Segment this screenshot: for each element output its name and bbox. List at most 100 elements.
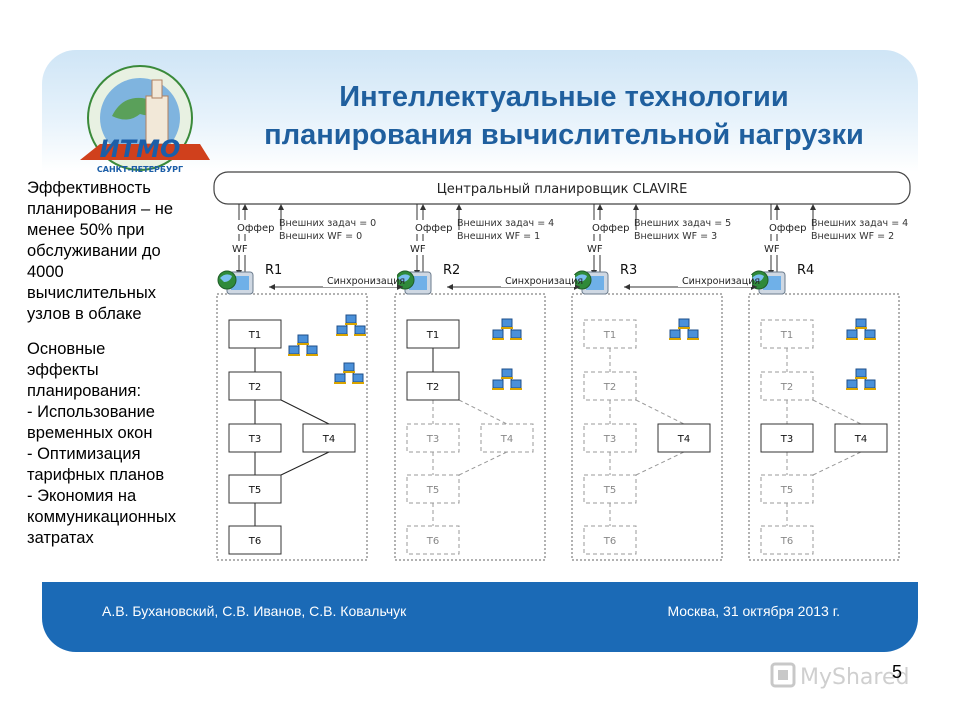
task-label: T1 (780, 330, 793, 341)
resource-label: R3 (620, 263, 637, 278)
external-wf-stat: Внешних WF = 0 (279, 231, 362, 242)
node-base (864, 338, 876, 340)
offer-arrow-up-head (242, 204, 248, 210)
task-box (228, 423, 282, 453)
task-box (228, 319, 282, 349)
task-box (406, 423, 460, 453)
node-base (334, 382, 346, 384)
offer-label-bg (767, 220, 805, 234)
offer-label-bg (590, 220, 628, 234)
sidebar-line: обслуживании до (27, 242, 161, 260)
task-box (760, 525, 814, 555)
wf-label: WF (587, 244, 603, 255)
task-box (760, 371, 814, 401)
task-box (228, 474, 282, 504)
task-label: T1 (603, 330, 616, 341)
stats-arrow-up-head (278, 204, 284, 210)
watermark-text: MyShared (800, 665, 909, 690)
wf-label-bg (584, 241, 606, 255)
task-box (228, 525, 282, 555)
node-base (343, 371, 355, 373)
task-label: T6 (780, 536, 793, 547)
node-icon (501, 318, 513, 328)
node-icon (510, 329, 522, 339)
node-base (345, 323, 357, 325)
task-label: T3 (426, 434, 439, 445)
wf-label-bg (761, 241, 783, 255)
task-label: T5 (426, 485, 439, 496)
offer-label-bg (413, 220, 451, 234)
watermark: MyShared (770, 662, 909, 690)
node-icon (864, 329, 876, 339)
wf-label-bg (229, 241, 251, 255)
task-box (406, 474, 460, 504)
node-icon (855, 368, 867, 378)
globe-detail (575, 274, 587, 282)
sync-arrow-head-left (269, 284, 275, 290)
task-label: T3 (780, 434, 793, 445)
footer-authors: А.В. Бухановский, С.В. Иванов, С.В. Кова… (102, 603, 407, 619)
offer-label: Оффер (415, 223, 452, 234)
node-base (492, 338, 504, 340)
task-label: T4 (500, 434, 513, 445)
task-label: T5 (603, 485, 616, 496)
external-wf-stat: Внешних WF = 3 (634, 231, 717, 242)
node-icon (334, 373, 346, 383)
task-box (657, 423, 711, 453)
central-scheduler-box (213, 171, 911, 205)
node-base (492, 388, 504, 390)
node-icon (336, 325, 348, 335)
sidebar-line: планирования: (27, 382, 142, 400)
node-icon (492, 329, 504, 339)
footer-place-date: Москва, 31 октября 2013 г. (667, 603, 840, 619)
node-base (501, 327, 513, 329)
node-base (306, 354, 318, 356)
sidebar-line: временных окон (27, 424, 153, 442)
node-icon (669, 329, 681, 339)
node-icon (354, 325, 366, 335)
node-icon (846, 379, 858, 389)
task-dependency (280, 451, 330, 476)
sidebar-line: Эффективность (27, 179, 151, 197)
sidebar-line: - Оптимизация (27, 445, 141, 463)
node-base (855, 377, 867, 379)
task-box (583, 423, 637, 453)
central-scheduler-label: Центральный планировщик CLAVIRE (437, 182, 688, 197)
node-base (855, 327, 867, 329)
sync-label-bg (501, 275, 575, 287)
resource-label: R4 (797, 263, 814, 278)
task-box (583, 474, 637, 504)
task-box (480, 423, 534, 453)
offer-arrow-up-head (420, 204, 426, 210)
node-base (510, 388, 522, 390)
external-tasks-stat: Внешних задач = 4 (811, 218, 908, 229)
offer-arrow-up-head (774, 204, 780, 210)
offer-label-bg (235, 220, 273, 234)
task-box (406, 525, 460, 555)
sidebar-line: Основные (27, 340, 106, 358)
sidebar-line: эффекты (27, 361, 99, 379)
task-label: T2 (603, 382, 616, 393)
task-label: T4 (677, 434, 690, 445)
node-base (501, 377, 513, 379)
sync-label-bg (678, 275, 752, 287)
node-base (846, 338, 858, 340)
title-line-2: планирования вычислительной нагрузки (264, 119, 864, 151)
wf-label: WF (764, 244, 780, 255)
sidebar-line: затратах (27, 529, 94, 547)
node-icon (306, 345, 318, 355)
task-label: T1 (426, 330, 439, 341)
offer-label: Оффер (592, 223, 629, 234)
task-box (228, 371, 282, 401)
wf-label: WF (232, 244, 248, 255)
task-dependency (280, 399, 330, 425)
task-box (760, 319, 814, 349)
node-base (297, 343, 309, 345)
node-base (352, 382, 364, 384)
task-label: T1 (248, 330, 261, 341)
sidebar-line: узлов в облаке (27, 305, 142, 323)
task-box (583, 371, 637, 401)
task-dependency (635, 399, 685, 425)
node-icon (510, 379, 522, 389)
